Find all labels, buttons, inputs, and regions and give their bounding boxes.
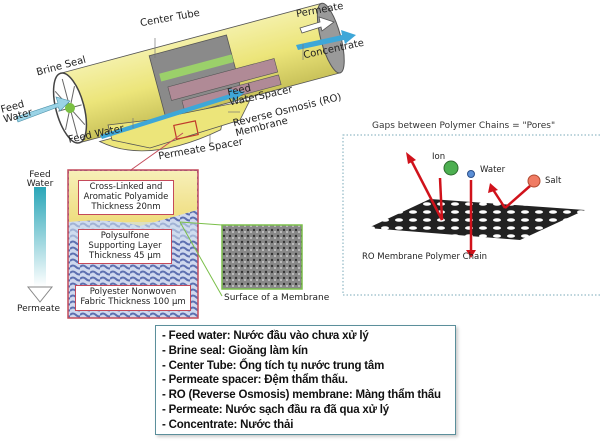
glossary-item: - Concentrate: Nước thải bbox=[162, 418, 294, 431]
water-molecule-icon bbox=[467, 170, 475, 178]
salt-label: Salt bbox=[545, 176, 562, 186]
ion-label: Ion bbox=[432, 152, 446, 162]
polymer-mesh bbox=[368, 199, 585, 240]
glossary-item: - Center Tube: Ống tích tụ nước trung tâ… bbox=[162, 359, 385, 372]
layer-polysulfone: Polysulfone Supporting Layer Thickness 4… bbox=[78, 229, 172, 265]
salt-molecule-icon bbox=[527, 174, 541, 188]
glossary-item: - RO (Reverse Osmosis) membrane: Màng th… bbox=[162, 389, 441, 402]
ion-molecule-icon bbox=[443, 160, 459, 176]
polymer-title: Gaps between Polymer Chains = "Pores" bbox=[372, 121, 556, 131]
water-label: Water bbox=[480, 165, 506, 175]
permeate-arrow-icon bbox=[299, 16, 335, 34]
glossary-box: - Feed water: Nước đầu vào chưa xử lý - … bbox=[155, 325, 456, 435]
polymer-caption: RO Membrane Polymer Chain bbox=[362, 252, 487, 262]
flow-top-label: Feed Water bbox=[26, 170, 54, 189]
feed-water-arrow-icon bbox=[15, 96, 71, 123]
feed-water-spacer-arrow-icon bbox=[100, 89, 245, 139]
layer-polyester: Polyester Nonwoven Fabric Thickness 100 … bbox=[75, 285, 191, 311]
concentrate-arrow-icon bbox=[296, 30, 356, 50]
glossary-item: - Brine seal: Gioăng làm kín bbox=[162, 344, 308, 357]
glossary-item: - Permeate: Nước sạch đầu ra đã qua xử l… bbox=[162, 403, 389, 416]
layer-polyamide: Cross-Linked and Aromatic Polyamide Thic… bbox=[78, 180, 174, 216]
surface-caption: Surface of a Membrane bbox=[224, 293, 330, 303]
molecule-paths bbox=[408, 157, 531, 250]
glossary-item: - Feed water: Nước đầu vào chưa xử lý bbox=[162, 330, 369, 342]
membrane-surface-image bbox=[221, 224, 303, 290]
flow-bottom-label: Permeate bbox=[17, 304, 61, 314]
flow-direction-arrow-icon bbox=[26, 187, 54, 303]
glossary-item: - Permeate spacer: Đệm thẩm thấu. bbox=[162, 374, 348, 387]
polymer-panel-border bbox=[342, 134, 600, 296]
